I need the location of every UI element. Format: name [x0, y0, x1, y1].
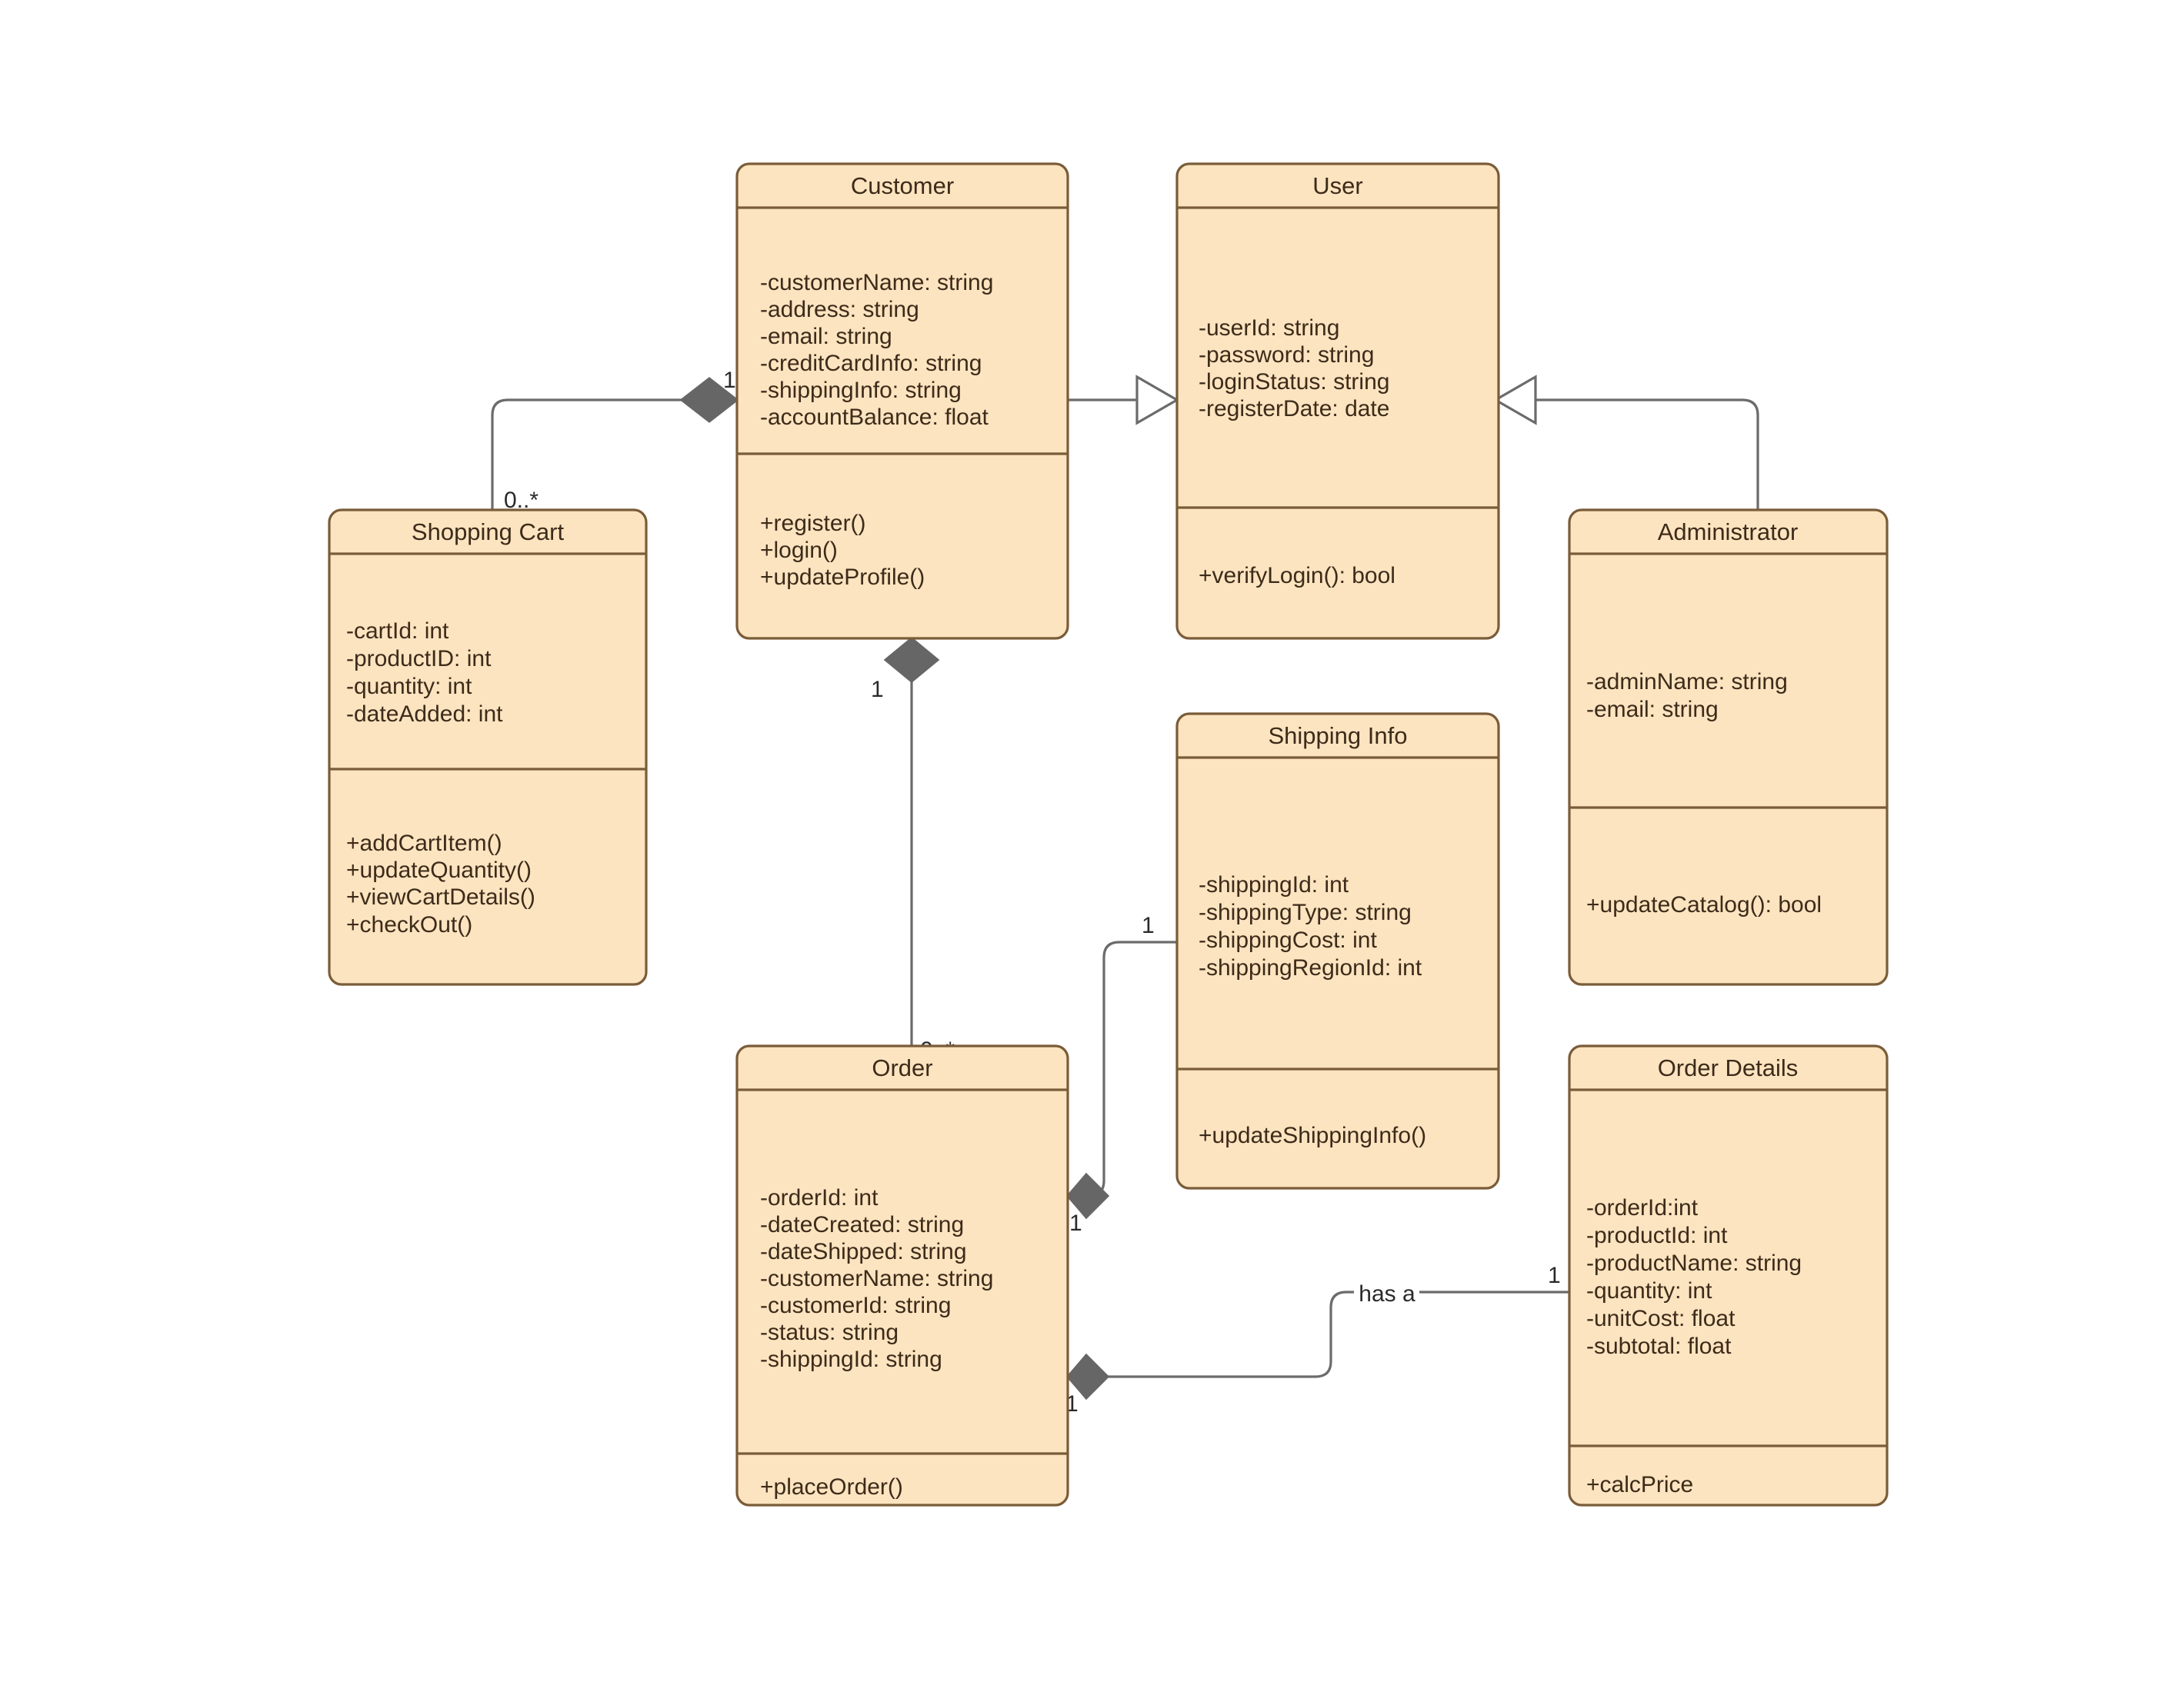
class-outline — [328, 508, 648, 986]
attribute-label: -dateCreated: string — [760, 1212, 964, 1237]
attribute-label: -cartId: int — [346, 618, 449, 644]
class-box-administrator[interactable]: Administrator -adminName: string -email:… — [1568, 508, 1889, 986]
attribute-label: -quantity: int — [346, 674, 472, 699]
class-name-label: Shipping Info — [1269, 722, 1408, 749]
attribute-label: -productID: int — [346, 646, 492, 671]
attribute-label: -dateShipped: string — [760, 1239, 967, 1264]
generalization-arrow-icon — [1492, 375, 1537, 425]
relationship-name-label: has a — [1359, 1281, 1415, 1307]
class-box-order-details[interactable]: Order Details -orderId:int -productId: i… — [1568, 1044, 1889, 1507]
attribute-label: -adminName: string — [1586, 669, 1788, 694]
relationship-customer-order[interactable]: 1 0..* — [871, 637, 955, 1063]
multiplicity-source-label: 1 — [723, 368, 736, 393]
class-box-shopping-cart[interactable]: Shopping Cart -cartId: int -productID: i… — [328, 508, 648, 986]
attribute-label: -email: string — [1586, 697, 1719, 722]
class-name-label: User — [1312, 172, 1362, 199]
class-name-label: Shopping Cart — [412, 518, 565, 545]
method-label: +updateCatalog(): bool — [1586, 892, 1822, 918]
attribute-label: -unitCost: float — [1586, 1306, 1736, 1331]
class-box-shipping-info[interactable]: Shipping Info -shippingId: int -shipping… — [1175, 712, 1500, 1190]
composition-diamond-icon — [1066, 1172, 1110, 1220]
class-outline — [1175, 162, 1500, 640]
class-name-label: Order Details — [1658, 1054, 1799, 1081]
multiplicity-target-label: 1 — [1142, 913, 1155, 938]
method-label: +viewCartDetails() — [346, 884, 535, 910]
composition-diamond-icon — [679, 377, 739, 423]
method-label: +checkOut() — [346, 912, 472, 938]
attribute-label: -productName: string — [1586, 1251, 1802, 1276]
attribute-label: -shippingType: string — [1199, 900, 1412, 925]
class-box-user[interactable]: User -userId: string -password: string -… — [1175, 162, 1500, 640]
attribute-label: -creditCardInfo: string — [760, 351, 982, 376]
attribute-label: -shippingId: string — [760, 1347, 942, 1372]
attribute-label: -customerId: string — [760, 1293, 951, 1318]
generalization-arrow-icon — [1135, 375, 1180, 425]
relationship-administrator-user[interactable] — [1492, 375, 1759, 510]
attribute-label: -productId: int — [1586, 1223, 1728, 1248]
composition-diamond-icon — [883, 637, 940, 683]
method-label: +updateProfile() — [760, 565, 925, 590]
multiplicity-source-label: 1 — [1069, 1211, 1082, 1236]
attribute-label: -status: string — [760, 1320, 899, 1345]
attribute-label: -shippingInfo: string — [760, 378, 962, 403]
attribute-label: -shippingCost: int — [1199, 928, 1377, 953]
class-name-label: Administrator — [1658, 518, 1799, 545]
relationship-customer-shopping-cart[interactable]: 1 0..* — [491, 368, 739, 513]
class-outline — [1568, 508, 1889, 986]
method-label: +verifyLogin(): bool — [1199, 563, 1395, 588]
attribute-label: -subtotal: float — [1586, 1334, 1732, 1359]
relationship-order-shipping-info[interactable]: 1 1 — [1066, 913, 1177, 1236]
attribute-label: -customerName: string — [760, 1266, 993, 1291]
class-outline — [1568, 1044, 1889, 1507]
method-label: +calcPrice — [1586, 1472, 1693, 1497]
attribute-label: -address: string — [760, 297, 919, 322]
composition-diamond-icon — [1066, 1353, 1110, 1401]
attribute-label: -accountBalance: float — [760, 405, 989, 430]
class-name-label: Customer — [851, 172, 954, 199]
method-label: +register() — [760, 511, 866, 536]
attribute-label: -password: string — [1199, 342, 1374, 368]
class-name-label: Order — [872, 1054, 932, 1081]
attribute-label: -loginStatus: string — [1199, 369, 1389, 395]
multiplicity-source-label: 1 — [871, 677, 884, 702]
attribute-label: -email: string — [760, 324, 892, 349]
attribute-label: -shippingRegionId: int — [1199, 955, 1422, 981]
method-label: +updateShippingInfo() — [1199, 1123, 1426, 1148]
attribute-label: -orderId:int — [1586, 1195, 1699, 1221]
class-box-customer[interactable]: Customer -customerName: string -address:… — [735, 162, 1069, 640]
method-label: +login() — [760, 538, 838, 563]
connector-line — [491, 398, 737, 510]
attribute-label: -userId: string — [1199, 315, 1339, 341]
multiplicity-target-label: 1 — [1548, 1263, 1561, 1288]
connector-line — [1089, 1291, 1354, 1378]
connector-line — [1535, 398, 1759, 510]
method-label: +updateQuantity() — [346, 858, 532, 883]
method-label: +placeOrder() — [760, 1474, 903, 1500]
attribute-label: -customerName: string — [760, 270, 993, 295]
class-outline — [735, 162, 1069, 640]
class-box-order[interactable]: Order -orderId: int -dateCreated: string… — [735, 1044, 1069, 1507]
attribute-label: -orderId: int — [760, 1185, 879, 1211]
attribute-label: -registerDate: date — [1199, 396, 1389, 421]
class-outline — [735, 1044, 1069, 1507]
relationship-order-order-details[interactable]: 1 has a 1 — [1065, 1263, 1569, 1417]
relationship-customer-user[interactable] — [1068, 375, 1180, 425]
attribute-label: -dateAdded: int — [346, 701, 503, 727]
attribute-label: -shippingId: int — [1199, 872, 1349, 898]
connector-line — [1088, 941, 1177, 1197]
attribute-label: -quantity: int — [1586, 1278, 1712, 1304]
method-label: +addCartItem() — [346, 831, 502, 856]
